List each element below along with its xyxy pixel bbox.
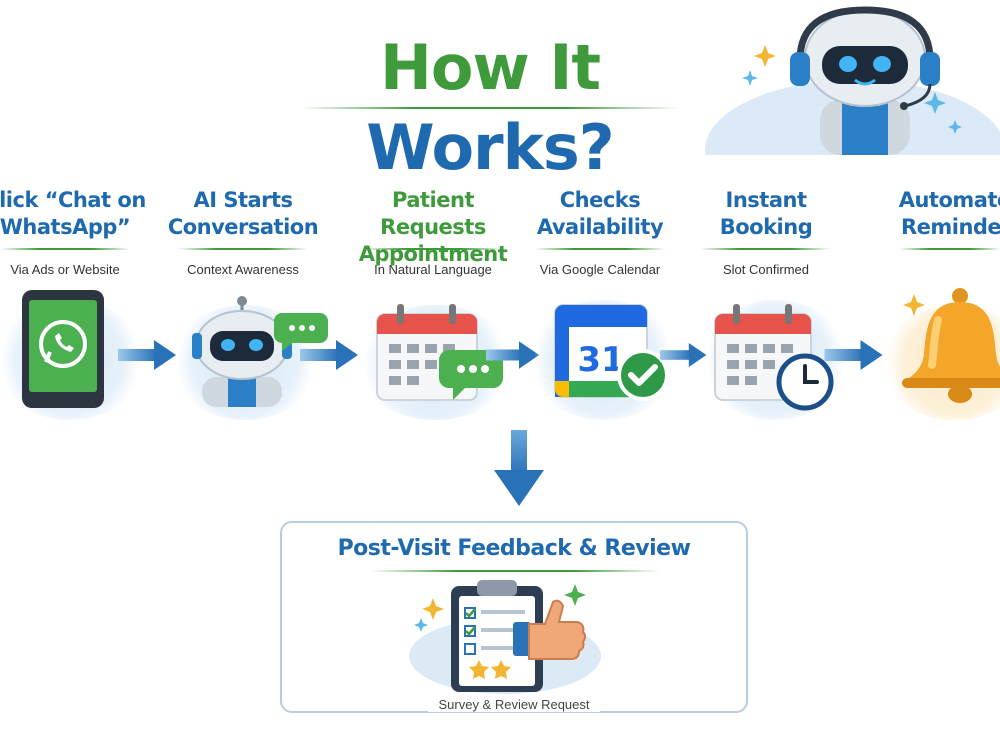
title-underline (300, 107, 680, 109)
calendar-chat-icon (376, 304, 503, 401)
step-5-subtitle: Slot Confirmed (723, 262, 809, 277)
feedback-underline (370, 570, 660, 572)
title-part-how-it: How It (379, 31, 601, 104)
feedback-title: Post-Visit Feedback & Review (337, 536, 691, 561)
bell-icon (902, 288, 1000, 403)
step-5-underline (700, 248, 830, 250)
whatsapp-phone-icon (22, 290, 104, 408)
step-2-subtitle: Context Awareness (187, 262, 299, 277)
robot-mascot-icon (705, 6, 1000, 155)
step-3-underline (363, 248, 503, 250)
arrow-right-icon (118, 340, 176, 370)
step-4-underline (535, 248, 665, 250)
arrow-right-icon (660, 343, 707, 367)
step-1-underline (0, 248, 130, 250)
step-1-subtitle: Via Ads or Website (10, 262, 120, 277)
feedback-subtitle: Survey & Review Request (280, 697, 748, 712)
step-4-subtitle: Via Google Calendar (539, 262, 661, 277)
step-6-title: AutomatedReminders (898, 188, 1000, 239)
clipboard-thumbs-up-icon (409, 580, 601, 694)
arrow-down-icon (494, 430, 544, 506)
step-2-underline (178, 248, 308, 250)
calendar-day-number: 31 (577, 340, 624, 380)
step-6-underline (900, 248, 1000, 250)
calendar-clock-icon (714, 304, 834, 411)
robot-chat-icon (192, 296, 328, 407)
title-part-works: Works? (366, 111, 614, 184)
google-calendar-check-icon: 31 (554, 304, 669, 401)
step-3-subtitle: In Natural Language (374, 262, 492, 277)
page-title: How It Works? (300, 28, 680, 188)
arrow-right-icon (824, 340, 883, 370)
arrow-right-icon (300, 340, 358, 370)
